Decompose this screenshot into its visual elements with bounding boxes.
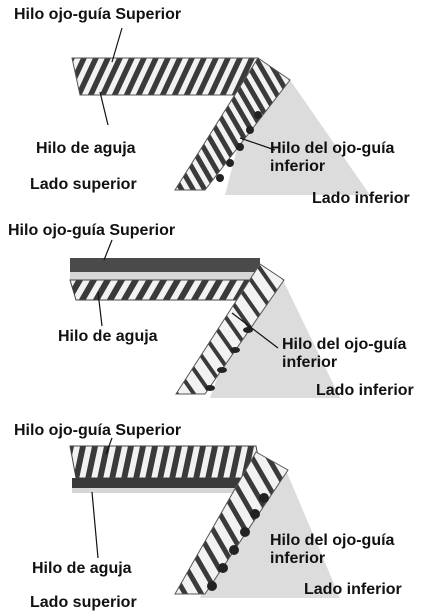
upper-looper-band [70, 258, 260, 272]
upper-stitch-band [69, 445, 263, 479]
upper-looper-label: Hilo ojo-guía Superior [14, 6, 182, 23]
lower-fabric [200, 452, 340, 598]
pointer-upper-looper [105, 437, 113, 455]
lower-looper-knots [205, 327, 253, 391]
diagram-panel-3: Hilo ojo-guía Superior Hilo del ojo-guía… [0, 418, 440, 612]
pointer-upper-looper [103, 239, 113, 261]
diagonal-stitch-band [175, 263, 285, 395]
upper-looper-label: Hilo ojo-guía Superior [14, 422, 182, 439]
lower-looper-knots [207, 493, 269, 591]
lower-side-label: Lado inferior [316, 382, 414, 399]
pointer-needle [97, 291, 103, 327]
pointer-upper-looper [111, 27, 123, 63]
pointer-needle [91, 491, 99, 559]
diagram-panel-2: Hilo ojo-guía Superior Hilo de aguja Hil… [0, 218, 440, 408]
stitch-illustration-2 [69, 239, 340, 398]
upper-side-label: Lado superior [30, 594, 137, 611]
pointer-lower-looper [231, 312, 279, 349]
pointer-lower-looper [239, 137, 276, 151]
upper-looper-label: Hilo ojo-guía Superior [8, 222, 176, 239]
diagonal-stitch-band [174, 451, 289, 595]
diagram-panel-1: Hilo ojo-guía Superior Hilo de aguja Hil… [0, 0, 440, 207]
lower-fabric [210, 264, 340, 398]
upper-side-label: Lado superior [30, 176, 137, 193]
lower-side-label: Lado inferior [304, 581, 402, 598]
diagonal-stitch-band [174, 57, 291, 191]
lower-side-label: Lado inferior [312, 190, 410, 207]
lower-looper-label: Hilo del ojo-guía inferior [270, 532, 395, 567]
needle-label: Hilo de aguja [58, 328, 158, 345]
needle-label: Hilo de aguja [36, 140, 136, 157]
stitch-illustration-1 [71, 27, 370, 195]
stitch-illustration-3 [69, 437, 340, 598]
pointer-needle [99, 91, 109, 126]
lower-looper-label: Hilo del ojo-guía inferior [270, 140, 395, 175]
lower-looper-label: Hilo del ojo-guía inferior [282, 336, 407, 371]
needle-label: Hilo de aguja [32, 560, 132, 577]
lower-looper-knots [216, 111, 262, 182]
